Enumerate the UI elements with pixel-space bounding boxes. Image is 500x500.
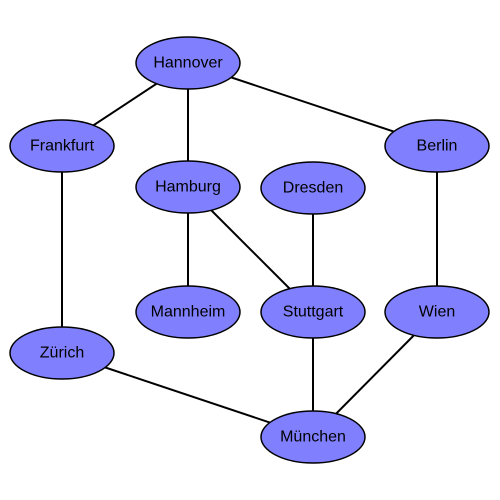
node-hamburg-label: Hamburg (155, 179, 221, 196)
node-mannheim-label: Mannheim (151, 304, 226, 321)
node-munchen-label: München (280, 429, 346, 446)
node-munchen: München (260, 410, 366, 464)
node-hamburg-ellipse (135, 160, 241, 214)
node-dresden-label: Dresden (283, 180, 343, 197)
node-frankfurt-label: Frankfurt (30, 138, 95, 155)
node-dresden: Dresden (260, 161, 366, 215)
node-dresden-ellipse (260, 161, 366, 215)
node-mannheim: Mannheim (135, 285, 241, 339)
node-berlin: Berlin (384, 119, 490, 173)
node-hannover: Hannover (135, 36, 241, 90)
node-stuttgart-label: Stuttgart (283, 304, 344, 321)
node-stuttgart: Stuttgart (260, 285, 366, 339)
node-hamburg: Hamburg (135, 160, 241, 214)
node-zurich-ellipse (9, 326, 115, 380)
node-frankfurt-ellipse (9, 119, 115, 173)
node-hannover-ellipse (135, 36, 241, 90)
node-frankfurt: Frankfurt (9, 119, 115, 173)
node-berlin-ellipse (384, 119, 490, 173)
nodes-layer: Hannover Frankfurt Berlin Hamburg Dresde… (9, 36, 490, 464)
edges-layer (61, 62, 438, 438)
node-wien-label: Wien (419, 304, 455, 321)
node-munchen-ellipse (260, 410, 366, 464)
node-wien: Wien (384, 285, 490, 339)
node-wien-ellipse (384, 285, 490, 339)
node-mannheim-ellipse (135, 285, 241, 339)
node-stuttgart-ellipse (260, 285, 366, 339)
node-zurich-label: Zürich (40, 345, 84, 362)
node-hannover-label: Hannover (153, 55, 223, 72)
node-zurich: Zürich (9, 326, 115, 380)
node-berlin-label: Berlin (417, 138, 458, 155)
